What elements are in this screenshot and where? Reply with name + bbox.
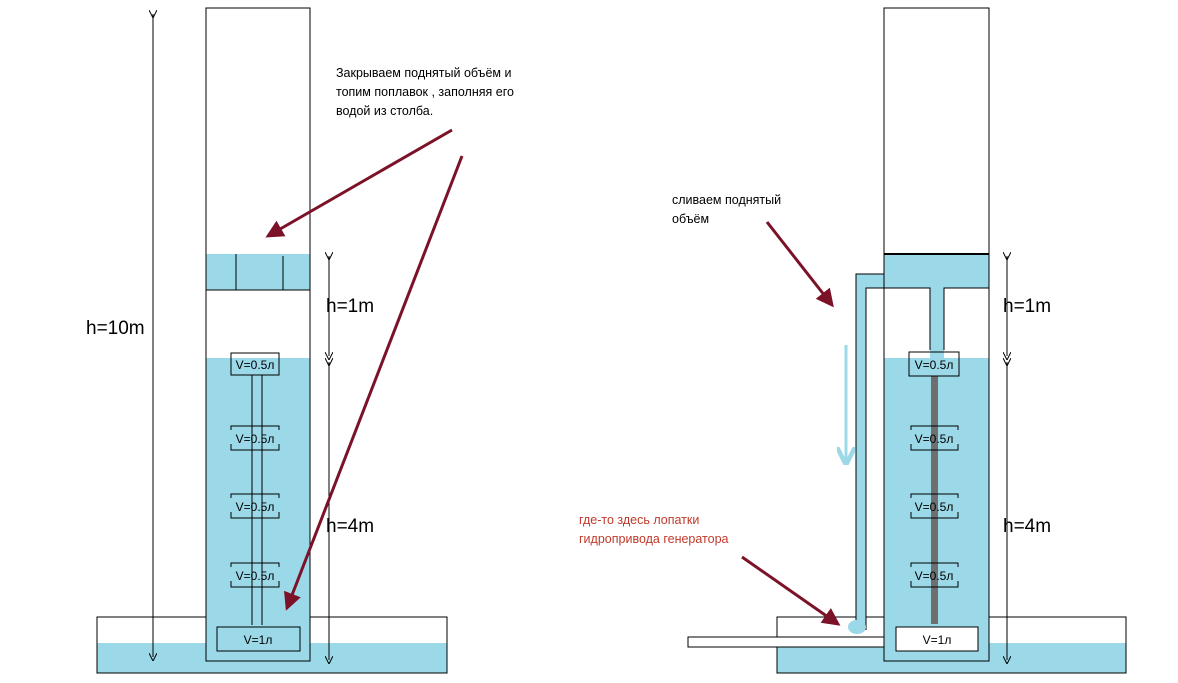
left-note-arrow-to-base: [284, 155, 464, 611]
right-float-rod: [931, 376, 938, 624]
left-column: [205, 7, 311, 662]
right-height-top-label: h=1m: [1003, 296, 1051, 317]
right-float-label: V=0.5л: [915, 432, 954, 446]
left-float-label: V=0.5л: [236, 358, 275, 372]
right-base-volume: V=1л: [895, 626, 979, 652]
left-note-line-2: топим поплавок , заполняя его: [336, 85, 514, 99]
left-float-label: V=0.5л: [236, 500, 275, 514]
right-float-3: V=0.5л: [910, 493, 959, 519]
right-float-1: V=0.5л: [908, 351, 960, 377]
left-float-label: V=0.5л: [236, 569, 275, 583]
right-turbine-note-arrow: [741, 555, 841, 626]
left-float-label: V=0.5л: [236, 432, 275, 446]
left-float-4: V=0.5л: [230, 562, 280, 588]
right-outlet-pipe: [687, 636, 897, 648]
right-float-label: V=0.5л: [915, 569, 954, 583]
right-turbine-note-line-2: гидропривода генератора: [579, 532, 729, 546]
left-note-line-1: Закрываем поднятый объём и: [336, 66, 511, 80]
left-note-line-3: водой из столба.: [336, 104, 433, 118]
left-float-1: V=0.5л: [230, 352, 280, 376]
right-drain-note-line-1: сливаем поднятый: [672, 193, 781, 207]
left-height-total-label: h=10m: [86, 318, 145, 339]
left-base-volume: V=1л: [216, 626, 301, 652]
right-base-label: V=1л: [923, 633, 952, 647]
left-note-arrow-to-volume: [265, 128, 453, 238]
right-drain-note-arrow: [765, 221, 834, 308]
right-turbine-splash: [848, 620, 866, 634]
right-drain-note-line-2: объём: [672, 212, 709, 226]
right-float-label: V=0.5л: [915, 358, 954, 372]
left-float-2: V=0.5л: [230, 425, 280, 451]
right-turbine-note-line-1: где-то здесь лопатки: [579, 513, 699, 527]
left-height-bottom-label: h=4m: [326, 516, 374, 537]
left-raised-volume: [206, 254, 310, 290]
right-height-bottom-label: h=4m: [1003, 516, 1051, 537]
left-base-label: V=1л: [244, 633, 273, 647]
right-float-2: V=0.5л: [910, 425, 959, 451]
right-float-4: V=0.5л: [910, 562, 959, 588]
left-float-3: V=0.5л: [230, 493, 280, 519]
right-column: [883, 7, 990, 662]
left-height-top-label: h=1m: [326, 296, 374, 317]
right-figure: V=0.5л V=0.5л V=0.5л V=0.5л V=1л h=1m h=…: [579, 7, 1127, 674]
right-float-label: V=0.5л: [915, 500, 954, 514]
left-figure: V=0.5л V=0.5л V=0.5л V=0.5л V=1л h=10m h…: [86, 7, 514, 674]
